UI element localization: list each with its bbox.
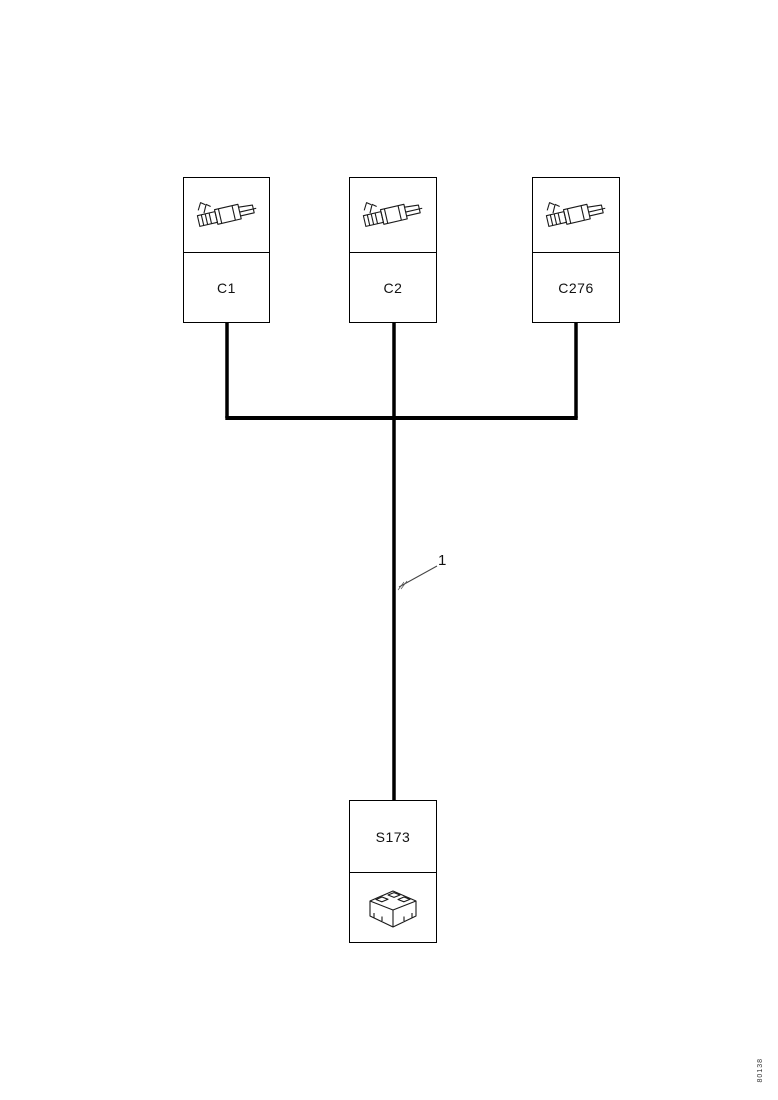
connector-c2-art-cell	[350, 178, 436, 253]
connector-box-c276: C276	[532, 177, 620, 323]
splice-box-s173: S173	[349, 800, 437, 943]
wire-label-leader	[398, 565, 438, 588]
connector-c1-art-cell	[184, 178, 269, 253]
splice-s173-art-cell	[350, 873, 436, 942]
wire-label-tick	[397, 580, 408, 591]
connector-box-c2: C2	[349, 177, 437, 323]
footer-document-code: 80138	[757, 1057, 764, 1082]
splice-s173-label: S173	[350, 801, 436, 873]
terminal-pin-icon	[545, 202, 606, 227]
connector-c276-label: C276	[558, 279, 594, 296]
connector-box-c1: C1	[183, 177, 270, 323]
terminal-pin-icon	[362, 202, 423, 227]
connector-housing-icon	[369, 889, 417, 928]
wire-number-label: 1	[438, 552, 447, 569]
terminal-pin-icon	[196, 202, 256, 227]
connector-c276-art-cell	[533, 178, 619, 253]
connector-c2-label: C2	[383, 279, 403, 296]
connector-c1-label: C1	[217, 279, 236, 296]
